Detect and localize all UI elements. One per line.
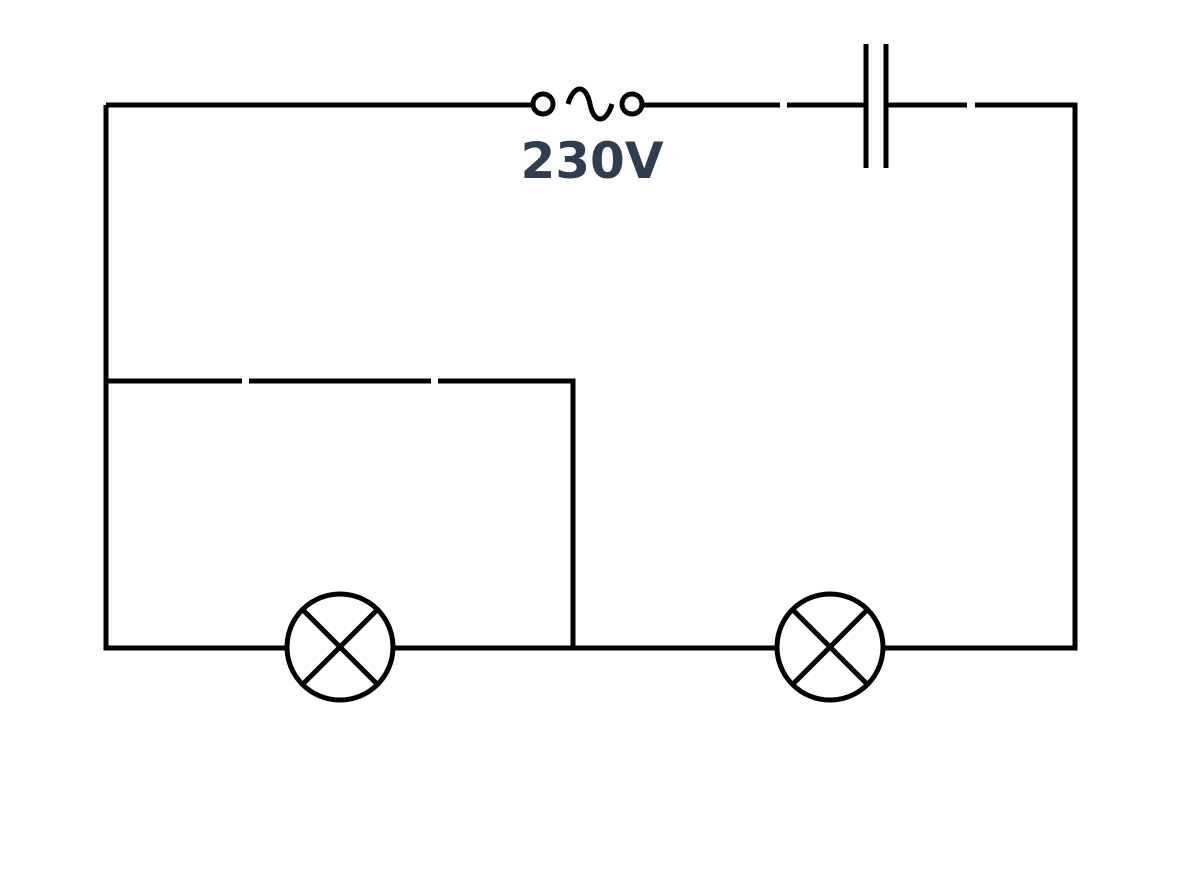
lamp-icon [284,591,396,703]
voltage-label: 230V [520,132,663,190]
lamp-icon [774,591,886,703]
wire-left [103,105,286,651]
wire-branch-3 [438,378,576,648]
capacitor-icon [863,44,889,168]
ac-source-icon [530,86,645,122]
wire-top-right-2 [885,102,1078,651]
